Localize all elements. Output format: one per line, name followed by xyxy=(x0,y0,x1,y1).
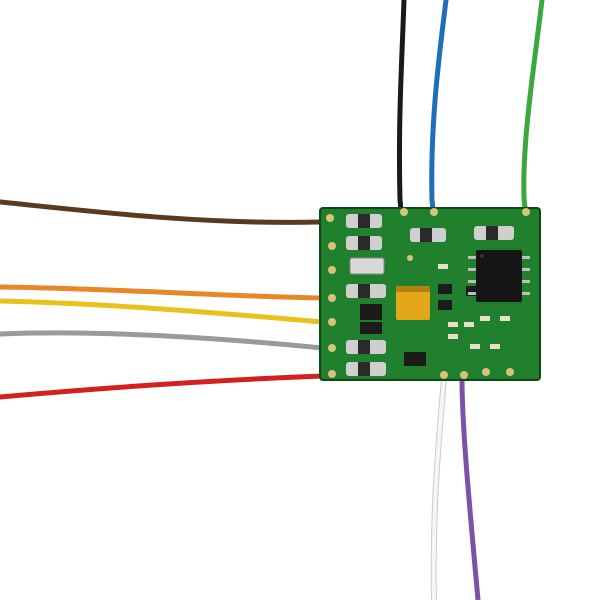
wire-white xyxy=(431,376,446,600)
top-wires xyxy=(396,0,545,213)
tantalum-capacitor xyxy=(396,286,430,320)
wire-orange xyxy=(0,284,325,301)
wire-violet xyxy=(459,375,481,600)
wire-green xyxy=(521,0,545,211)
smd-components xyxy=(346,214,514,376)
wire-yellow xyxy=(0,298,325,325)
transistors xyxy=(360,284,480,366)
ic-chip xyxy=(468,250,530,302)
wire-red xyxy=(0,373,325,400)
passive-parts xyxy=(438,264,510,349)
wire-black xyxy=(396,0,407,213)
wire-blue xyxy=(429,0,449,213)
wire-brown xyxy=(0,199,323,225)
bottom-wires xyxy=(430,375,481,600)
left-wires xyxy=(0,199,325,400)
wire-grey xyxy=(0,330,325,351)
circuit-board xyxy=(319,207,541,381)
solder-pads xyxy=(326,208,530,379)
